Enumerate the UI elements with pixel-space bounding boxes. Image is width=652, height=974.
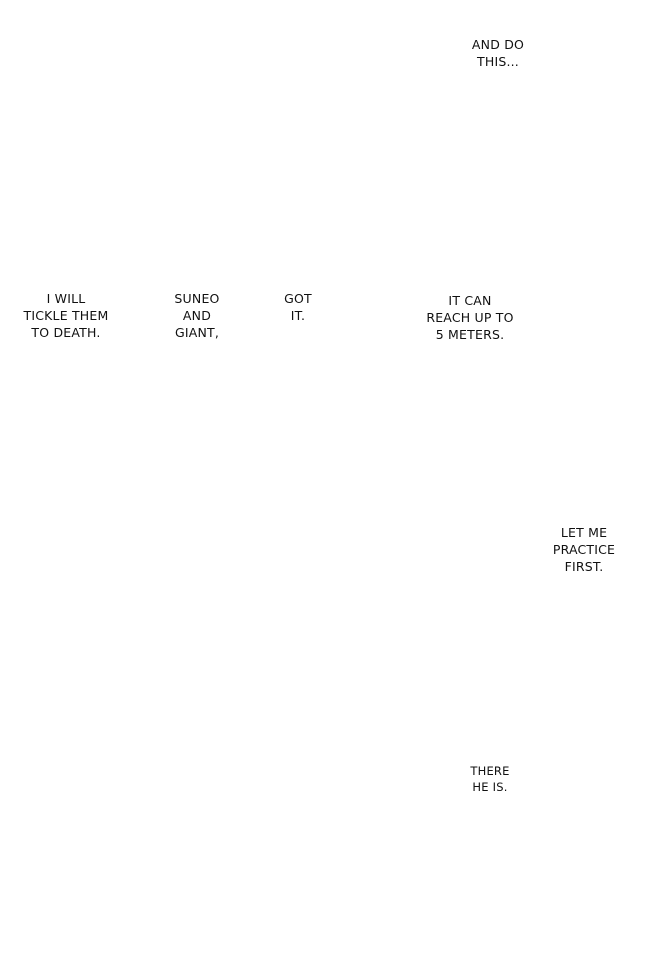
- speech-line: GIANT,: [174, 325, 220, 340]
- speech-line: TO DEATH.: [31, 325, 101, 340]
- speech-line: GOT: [284, 291, 312, 306]
- speech-line: THIS...: [477, 54, 519, 69]
- speech-line: REACH UP TO: [426, 310, 514, 325]
- speech-line: 5 METERS.: [435, 327, 505, 342]
- speech-line: SUNEO: [174, 291, 220, 306]
- speech-line: THERE: [470, 764, 510, 778]
- speech-line: AND: [182, 308, 212, 323]
- speech-text-there-he-is: THERE HE IS.: [470, 763, 509, 795]
- speech-line: FIRST.: [564, 559, 604, 574]
- speech-text-suneo-and-giant: SUNEO AND GIANT,: [174, 290, 219, 341]
- speech-line: LET ME: [560, 525, 608, 540]
- speech-text-practice-first: LET ME PRACTICE FIRST.: [553, 524, 615, 575]
- speech-text-reach-5-meters: IT CAN REACH UP TO 5 METERS.: [426, 292, 513, 343]
- speech-line: IT.: [290, 308, 306, 323]
- speech-line: TICKLE THEM: [23, 308, 109, 323]
- speech-text-got-it: GOT IT.: [284, 290, 312, 324]
- speech-line: HE IS.: [472, 780, 508, 794]
- speech-line: AND DO: [471, 37, 525, 52]
- speech-text-tickle: I WILL TICKLE THEM TO DEATH.: [23, 290, 108, 341]
- speech-text-and-do-this: AND DO THIS...: [472, 36, 524, 70]
- speech-line: PRACTICE: [552, 542, 616, 557]
- speech-line: IT CAN: [448, 293, 492, 308]
- speech-line: I WILL: [46, 291, 86, 306]
